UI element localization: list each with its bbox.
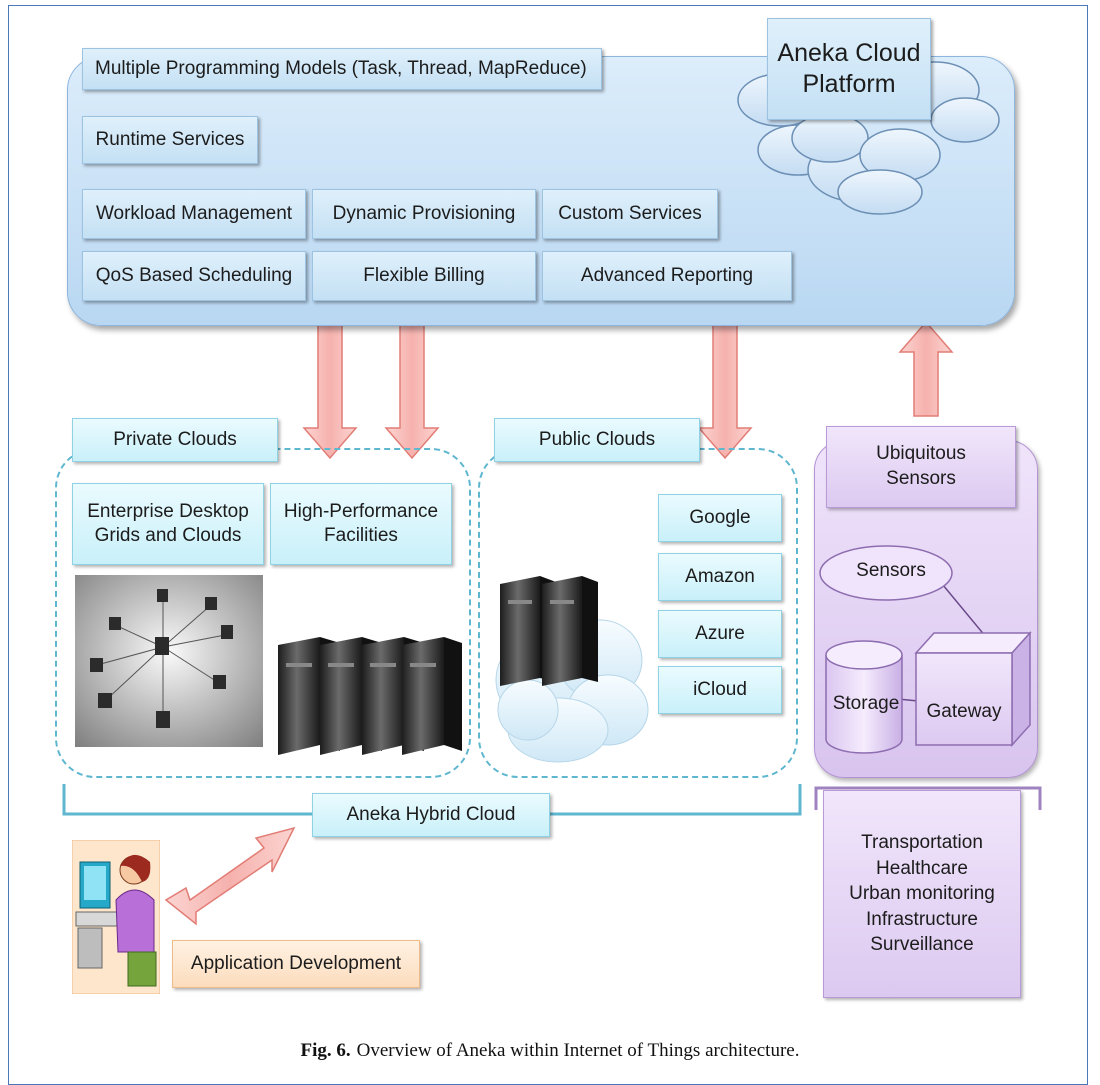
custom-services-box: Custom Services: [542, 189, 718, 239]
arrow-to-private-1: [302, 321, 358, 460]
private-clouds-label: Private Clouds: [72, 418, 278, 462]
gateway-label: Gateway: [926, 701, 1002, 722]
arrow-to-public: [697, 321, 753, 460]
storage-label: Storage: [832, 693, 900, 714]
arrow-to-private-2: [384, 321, 440, 460]
caption-text: Overview of Aneka within Internet of Thi…: [356, 1040, 800, 1061]
sensors-label: Sensors: [856, 560, 926, 581]
programming-models-box: Multiple Programming Models (Task, Threa…: [82, 48, 602, 90]
provider-icloud: iCloud: [658, 666, 782, 714]
arrow-from-sensors: [898, 320, 954, 417]
provider-google: Google: [658, 494, 782, 542]
dynamic-provisioning-box: Dynamic Provisioning: [312, 189, 536, 239]
advanced-reporting-box: Advanced Reporting: [542, 251, 792, 301]
public-cloud-servers-image: [495, 576, 649, 763]
application-development-box: Application Development: [172, 940, 420, 988]
hpc-facilities-box: High-Performance Facilities: [270, 483, 452, 565]
iot-components-graphic: [819, 545, 1032, 754]
public-clouds-label: Public Clouds: [494, 418, 700, 462]
applications-box: Transportation Healthcare Urban monitori…: [823, 790, 1021, 998]
figure-caption: Fig. 6.Overview of Aneka within Internet…: [0, 1040, 1100, 1062]
developer-icon: [72, 840, 160, 994]
ubiquitous-sensors-box: Ubiquitous Sensors: [826, 426, 1016, 508]
hybrid-cloud-label: Aneka Hybrid Cloud: [312, 793, 550, 837]
applications-brace: [814, 786, 1042, 810]
platform-title: Aneka Cloud Platform: [767, 18, 931, 120]
network-image: [75, 575, 263, 747]
dev-double-arrow: [164, 826, 296, 926]
qos-scheduling-box: QoS Based Scheduling: [82, 251, 306, 301]
runtime-services-box: Runtime Services: [82, 116, 258, 164]
caption-label: Fig. 6.: [300, 1040, 351, 1061]
flexible-billing-box: Flexible Billing: [312, 251, 536, 301]
hpc-servers-image: [278, 637, 462, 755]
provider-azure: Azure: [658, 610, 782, 658]
provider-amazon: Amazon: [658, 553, 782, 601]
workload-management-box: Workload Management: [82, 189, 306, 239]
enterprise-grids-box: Enterprise Desktop Grids and Clouds: [72, 483, 264, 565]
